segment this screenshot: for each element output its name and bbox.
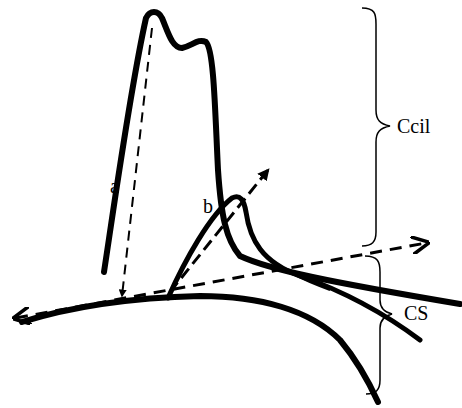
part-label: CS [404,303,428,323]
part-label: a [110,176,119,196]
part-label: b [203,196,213,216]
part-label: Ccil [397,116,430,136]
